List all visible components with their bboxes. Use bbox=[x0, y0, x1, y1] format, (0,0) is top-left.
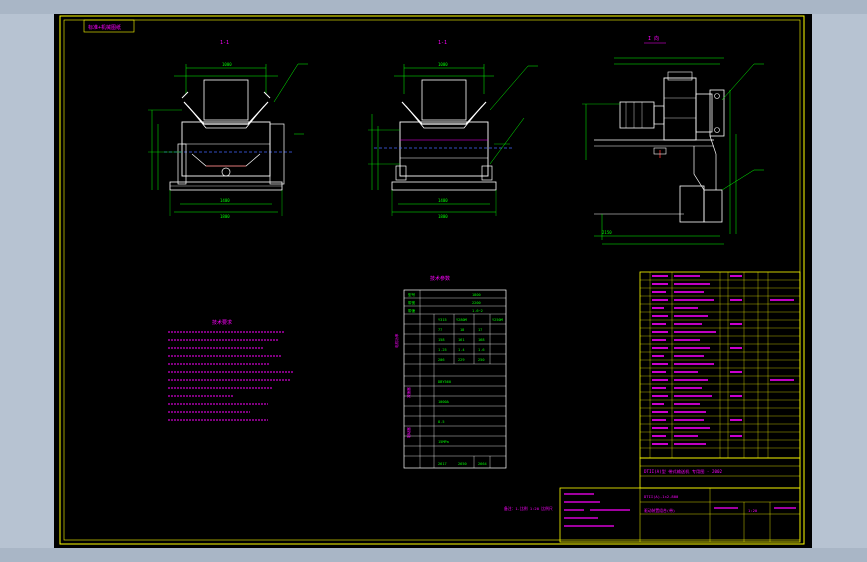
left-view: 1-1 1000 bbox=[148, 40, 308, 219]
svg-text:型号: 型号 bbox=[408, 292, 416, 297]
title-block-drawing-no: DTII(A)-1×2-800 bbox=[644, 494, 679, 499]
right-view-label: I 向 bbox=[648, 35, 659, 42]
left-bottom-dim-2: 1800 bbox=[220, 214, 230, 219]
tag-box bbox=[83, 19, 135, 33]
svg-text:18: 18 bbox=[460, 328, 464, 332]
title-block-org: DTII(A)型 带式输送机 专用图 - 2002 bbox=[644, 468, 723, 475]
drawing-sheet: 标准+机械图纸 1-1 1000 bbox=[59, 15, 805, 545]
sheet-border bbox=[59, 15, 805, 545]
svg-text:158: 158 bbox=[438, 338, 445, 342]
tag-text: 标准+机械图纸 bbox=[88, 24, 121, 31]
middle-bottom-dim-2: 1800 bbox=[438, 214, 448, 219]
svg-text:1.6: 1.6 bbox=[478, 348, 485, 352]
svg-text:8.5: 8.5 bbox=[438, 420, 445, 424]
right-bottom-dim: 2150 bbox=[602, 230, 612, 235]
svg-text:Y280M: Y280M bbox=[456, 318, 468, 322]
tech-notes: 技术要求 bbox=[168, 319, 294, 421]
middle-top-dim: 1000 bbox=[438, 62, 448, 67]
left-top-dim: 1000 bbox=[222, 62, 232, 67]
svg-text:15MPa: 15MPa bbox=[438, 440, 449, 444]
svg-text:DBY560: DBY560 bbox=[438, 380, 451, 384]
middle-view: 1-1 1000 bbox=[368, 40, 538, 219]
middle-bottom-dim-1: 1400 bbox=[438, 198, 448, 203]
svg-text:2200: 2200 bbox=[472, 301, 481, 305]
svg-text:Y250M: Y250M bbox=[492, 318, 504, 322]
svg-text:1.25: 1.25 bbox=[438, 348, 447, 352]
title-block-name: 驱动装置组合(带) bbox=[644, 508, 675, 513]
svg-text:1800: 1800 bbox=[472, 293, 481, 297]
svg-text:2617: 2617 bbox=[438, 462, 447, 466]
svg-text:1.6~2: 1.6~2 bbox=[472, 309, 483, 313]
svg-text:电机功率: 电机功率 bbox=[394, 333, 399, 348]
parameter-table: 技术参数 bbox=[394, 275, 553, 511]
svg-text:Y315: Y315 bbox=[438, 318, 447, 322]
svg-text:2650: 2650 bbox=[458, 462, 467, 466]
svg-text:17: 17 bbox=[478, 328, 482, 332]
param-table-title: 技术参数 bbox=[430, 275, 450, 282]
svg-text:带速: 带速 bbox=[408, 308, 416, 313]
left-view-label: 1-1 bbox=[220, 40, 229, 46]
svg-text:减速器: 减速器 bbox=[406, 387, 411, 398]
svg-text:制动器: 制动器 bbox=[406, 427, 411, 438]
right-view: I 向 bbox=[582, 35, 764, 245]
title-block-scale: 1:20 bbox=[748, 508, 758, 513]
svg-text:206: 206 bbox=[438, 358, 445, 362]
footer-note: 备注：1.比例 1:20 比例尺 bbox=[504, 506, 553, 511]
svg-text:168: 168 bbox=[478, 338, 485, 342]
middle-view-label: 1-1 bbox=[438, 40, 447, 46]
svg-text:161: 161 bbox=[458, 338, 465, 342]
drawing-canvas[interactable]: 标准+机械图纸 1-1 1000 bbox=[54, 14, 812, 548]
parts-list bbox=[639, 271, 801, 459]
svg-text:1000A: 1000A bbox=[438, 400, 450, 404]
svg-text:带宽: 带宽 bbox=[408, 300, 416, 305]
tech-notes-title: 技术要求 bbox=[212, 319, 232, 326]
svg-text:77: 77 bbox=[438, 328, 442, 332]
svg-text:229: 229 bbox=[458, 358, 465, 362]
svg-text:1.4: 1.4 bbox=[458, 348, 465, 352]
svg-text:2664: 2664 bbox=[478, 462, 487, 466]
svg-text:250: 250 bbox=[478, 358, 485, 362]
title-block: DTII(A)型 带式输送机 专用图 - 2002 DTII(A)-1×2-80… bbox=[559, 457, 801, 543]
left-bottom-dim-1: 1400 bbox=[220, 198, 230, 203]
